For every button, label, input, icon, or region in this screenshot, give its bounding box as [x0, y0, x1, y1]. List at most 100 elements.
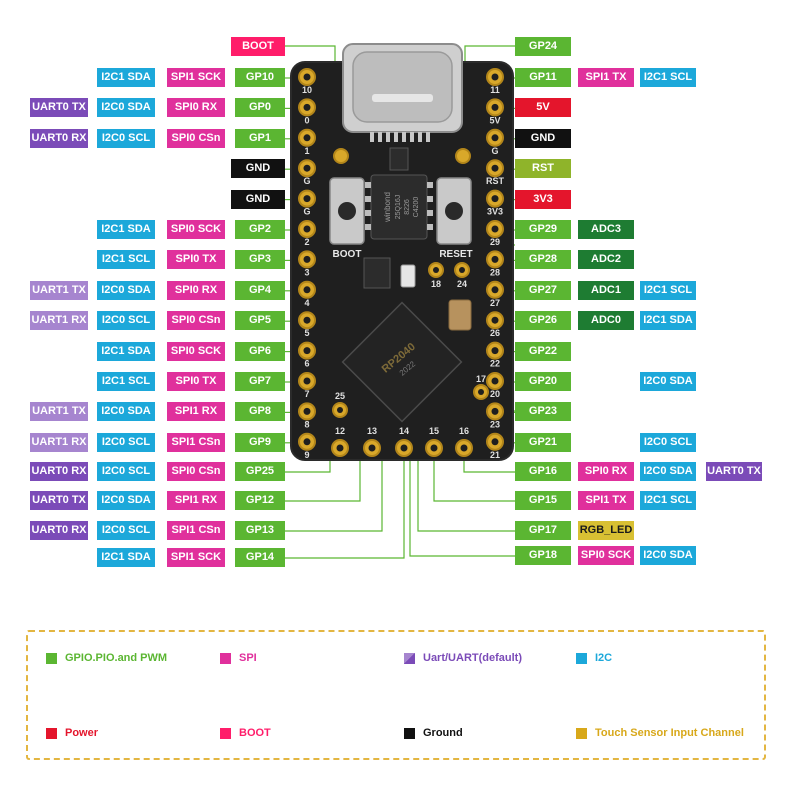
- silk-pin-left: 10: [302, 85, 312, 95]
- legend-item-uart: Uart/UART(default): [404, 652, 522, 664]
- pad-mount: [333, 148, 349, 164]
- pin-label-i2c1-sda: I2C1 SDA: [640, 311, 696, 331]
- pin-label-gp3: GP3: [235, 250, 285, 270]
- pin-label-spi1-tx: SPI1 TX: [578, 491, 634, 510]
- silk-pin-bottom: 12: [335, 426, 345, 436]
- pin-label-gnd: GND: [231, 189, 285, 209]
- legend-item-ground: Ground: [404, 727, 463, 739]
- legend-label-spi: SPI: [239, 652, 257, 664]
- silk-pin-bottom: 15: [429, 426, 439, 436]
- legend-label-power: Power: [65, 727, 99, 739]
- legend-swatch-i2c: [576, 652, 587, 664]
- pin-label-spi0-tx: SPI0 TX: [167, 372, 225, 391]
- usb-pin: [378, 132, 382, 142]
- pin-label-gp20: GP20: [515, 372, 571, 391]
- pad-hole: [491, 286, 499, 294]
- silk-pin-right: 21: [490, 450, 500, 460]
- pin-label-gp13: GP13: [235, 521, 285, 540]
- pin-label-i2c0-sda: I2C0 SDA: [97, 402, 155, 422]
- boot-silk-label: BOOT: [333, 249, 362, 260]
- silk-pin-left: 8: [304, 419, 309, 429]
- pad-hole: [491, 195, 499, 203]
- legend-swatch-spi: [220, 652, 231, 664]
- legend-swatch-touch: [576, 727, 587, 739]
- pad-hole: [400, 444, 408, 452]
- pin-label-gp4: GP4: [235, 280, 285, 300]
- mcu-chip: [341, 301, 463, 423]
- pin-label-spi1-sck: SPI1 SCK: [167, 548, 225, 567]
- silk-pin-right: 5V: [489, 115, 500, 125]
- usb-pin: [386, 132, 390, 142]
- pin-label-uart1-tx: UART1 TX: [30, 402, 88, 422]
- pin-label-i2c0-sda: I2C0 SDA: [640, 462, 696, 481]
- pin-label-i2c0-sda: I2C0 SDA: [97, 280, 155, 300]
- pin-label-gp7: GP7: [235, 372, 285, 391]
- pad-hole: [491, 347, 499, 355]
- pad-hole: [303, 103, 311, 111]
- pin-label-spi0-rx: SPI0 RX: [578, 462, 634, 481]
- legend-item-touch: Touch Sensor Input Channel: [576, 727, 744, 739]
- silk-pin-right: 28: [490, 267, 500, 277]
- pad-hole: [491, 164, 499, 172]
- pin-label-uart0-tx: UART0 TX: [30, 491, 88, 510]
- usb-pin: [418, 132, 422, 142]
- flash-chip-pins: [365, 182, 433, 230]
- pin-label-adc1: ADC1: [578, 280, 634, 300]
- pin-label-uart1-rx: UART1 RX: [30, 311, 88, 331]
- pin-label-gp10: GP10: [235, 68, 285, 87]
- pin-label-gp11: GP11: [515, 68, 571, 87]
- reset-button-cap[interactable]: [445, 202, 463, 220]
- chip-pin: [427, 182, 433, 188]
- transistor: [389, 147, 409, 171]
- pad-hole: [491, 407, 499, 415]
- pin-label-spi1-sck: SPI1 SCK: [167, 68, 225, 87]
- pin-label-gp21: GP21: [515, 432, 571, 452]
- pin-label-i2c1-sda: I2C1 SDA: [97, 548, 155, 567]
- flash-chip: [370, 174, 428, 240]
- pad-hole: [478, 389, 484, 395]
- legend-swatch-gpio: [46, 652, 57, 664]
- pin-label-3v3: 3V3: [515, 189, 571, 209]
- silk-pin-right: 23: [490, 419, 500, 429]
- pad-hole: [303, 255, 311, 263]
- pin-label-gp15: GP15: [515, 491, 571, 510]
- pad-hole: [433, 267, 439, 273]
- silk-pin-right: 11: [490, 85, 500, 95]
- silk-pin-left: G: [303, 207, 310, 217]
- pad-hole: [491, 438, 499, 446]
- pin-label-uart1-rx: UART1 RX: [30, 432, 88, 452]
- silk-pin-left: 6: [304, 359, 309, 369]
- legend-item-gpio: GPIO.PIO.and PWM: [46, 652, 167, 664]
- pin-label-spi1-rx: SPI1 RX: [167, 491, 225, 510]
- pin-label-i2c0-scl: I2C0 SCL: [640, 432, 696, 452]
- silk-pin-right: 3V3: [487, 207, 503, 217]
- chip-pin: [427, 210, 433, 216]
- pin-label-i2c0-sda: I2C0 SDA: [640, 546, 696, 565]
- silk-pin-left: 1: [304, 146, 309, 156]
- regulator: [363, 257, 391, 289]
- pad-hole: [303, 347, 311, 355]
- pad-hole: [460, 444, 468, 452]
- pad-hole: [303, 316, 311, 324]
- pin-label-gp23: GP23: [515, 402, 571, 422]
- silk-pin-inner: 24: [457, 279, 467, 289]
- flash-chip-text-4: C4200: [413, 197, 420, 218]
- pin-label-gp6: GP6: [235, 341, 285, 361]
- silk-pin-left: 5: [304, 328, 309, 338]
- silk-pin-left: 9: [304, 450, 309, 460]
- pin-label-i2c1-scl: I2C1 SCL: [640, 68, 696, 87]
- usb-pin: [394, 132, 398, 142]
- chip-pin: [365, 196, 371, 202]
- pin-label-spi1-tx: SPI1 TX: [578, 68, 634, 87]
- pin-label-gp28: GP28: [515, 250, 571, 270]
- pad-hole: [430, 444, 438, 452]
- pad-hole: [303, 407, 311, 415]
- pin-label-adc0: ADC0: [578, 311, 634, 331]
- pin-label-i2c0-scl: I2C0 SCL: [97, 311, 155, 331]
- chip-pin: [365, 210, 371, 216]
- boot-button-cap[interactable]: [338, 202, 356, 220]
- pin-label-i2c0-sda: I2C0 SDA: [97, 491, 155, 510]
